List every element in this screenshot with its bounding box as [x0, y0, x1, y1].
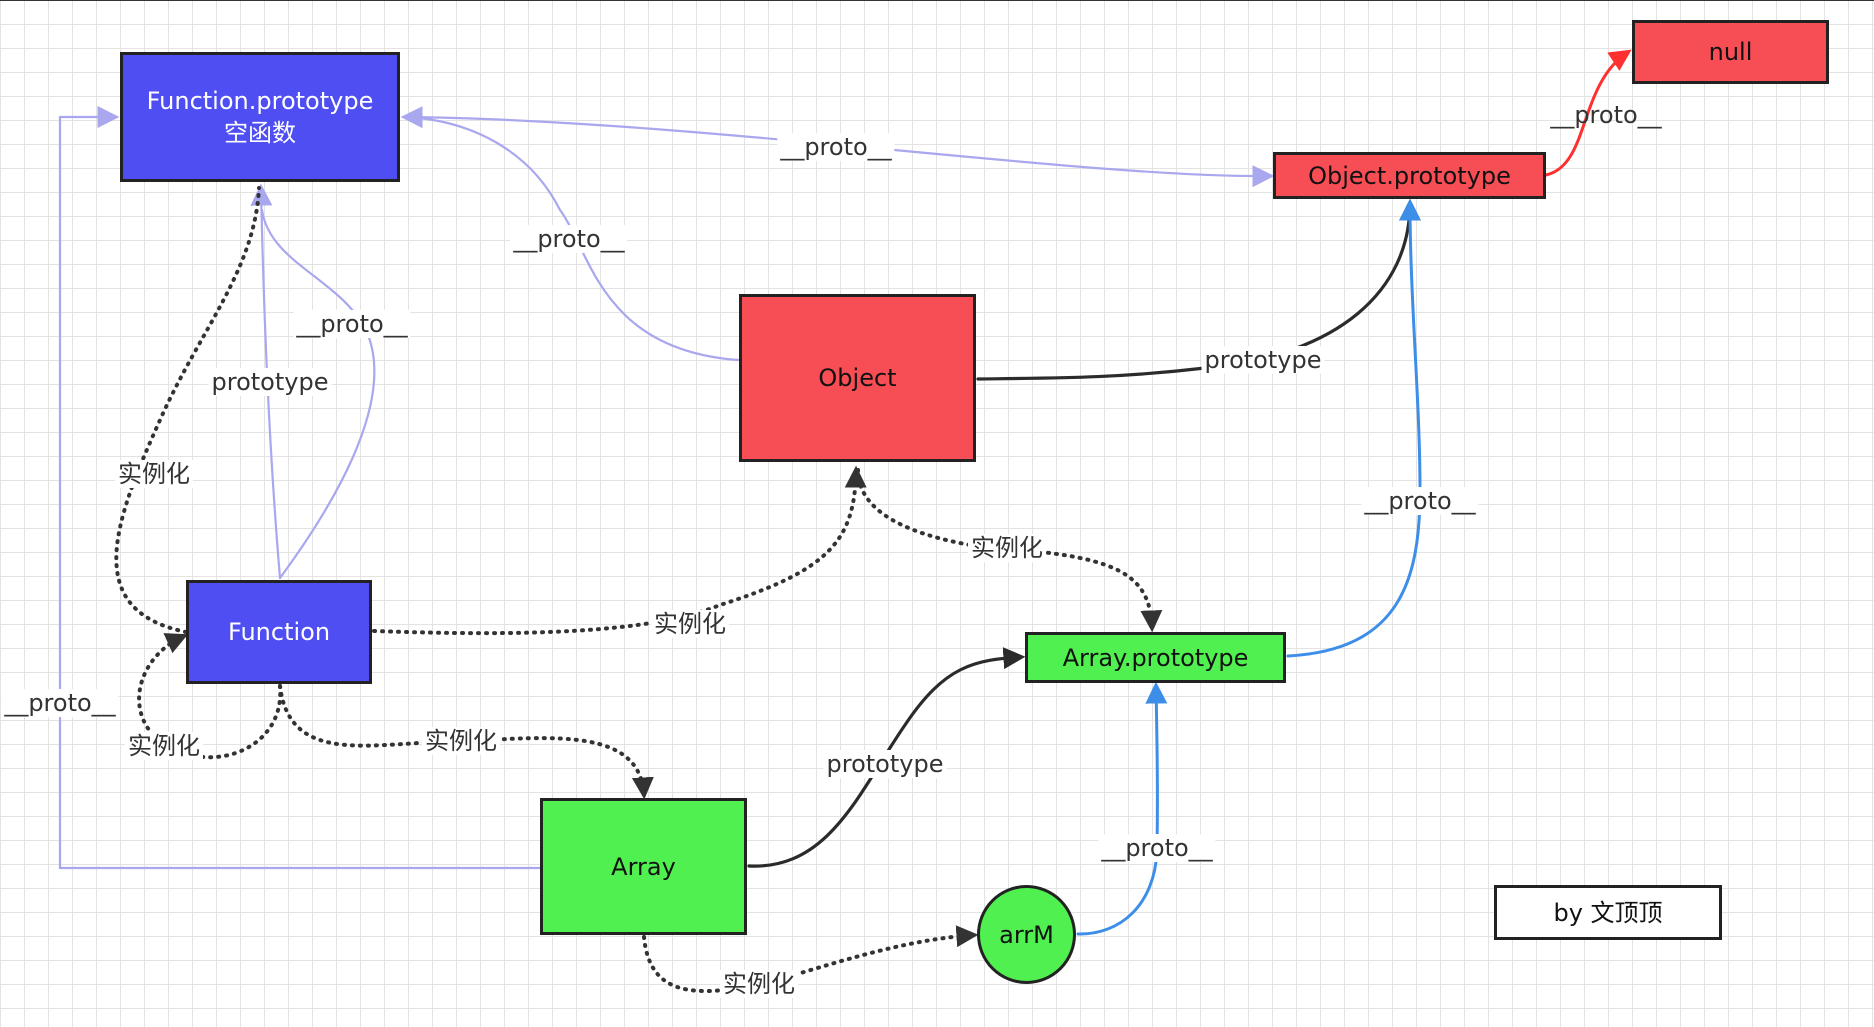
edge-label-object-to-function-prototype-proto: __proto__	[510, 225, 628, 253]
node-label-null: null	[1708, 38, 1753, 66]
node-null[interactable]: null	[1632, 20, 1829, 84]
node-credit[interactable]: by 文顶顶	[1494, 885, 1722, 940]
edge-object-to-function-prototype-proto	[403, 115, 740, 362]
edge-label-arrm-to-array-prototype-proto: __proto__	[1098, 834, 1216, 862]
node-object[interactable]: Object	[739, 294, 976, 462]
edge-array-to-function-prototype-proto	[58, 106, 542, 870]
node-label-function: Function	[227, 618, 331, 646]
node-label-arrm: arrM	[999, 920, 1054, 949]
edge-label-function-to-array-instance: 实例化	[422, 727, 500, 755]
edge-function-prototype-to-function-instance	[114, 186, 261, 634]
top-border-line	[0, 0, 1874, 1]
edge-label-array-to-array-prototype-prototype: prototype	[823, 750, 947, 778]
node-label-credit: by 文顶顶	[1553, 898, 1663, 927]
edge-label-object-prototype-to-null-proto: __proto__	[1550, 101, 1662, 129]
edge-label-array-to-arrm-instance: 实例化	[720, 970, 798, 998]
edge-label-function-self-instance: 实例化	[125, 732, 203, 760]
edge-label-function-to-function-prototype-prototype: prototype	[208, 368, 332, 396]
edge-array-prototype-to-object-prototype-proto	[1286, 198, 1422, 658]
edge-object-to-object-prototype-prototype	[976, 198, 1421, 381]
edge-arrm-to-array-prototype-proto	[1076, 681, 1168, 936]
edge-function-to-object-instance	[372, 465, 867, 636]
edge-label-object-to-array-prototype-instance: 实例化	[968, 534, 1046, 562]
node-function[interactable]: Function	[186, 580, 372, 684]
node-object-prototype[interactable]: Object.prototype	[1273, 152, 1546, 199]
edge-label-function-to-function-prototype-proto: __proto__	[293, 310, 411, 338]
edge-array-to-array-prototype-prototype	[747, 647, 1026, 868]
node-arrm[interactable]: arrM	[977, 885, 1076, 984]
edge-object-prototype-to-null-proto	[1544, 49, 1632, 177]
node-label-function-prototype-1: 空函数	[224, 119, 296, 147]
edge-label-object-to-object-prototype-prototype: prototype	[1201, 346, 1325, 374]
edge-label-array-to-function-prototype-proto: __proto__	[1, 689, 119, 717]
node-label-array: Array	[611, 852, 676, 881]
node-label-array-prototype: Array.prototype	[1062, 643, 1249, 672]
node-array-prototype[interactable]: Array.prototype	[1025, 632, 1286, 683]
node-label-object-prototype: Object.prototype	[1308, 161, 1511, 190]
edge-label-array-prototype-to-object-prototype-proto: __proto__	[1361, 487, 1479, 515]
node-label-object: Object	[818, 364, 897, 392]
edge-function-to-function-prototype-proto	[260, 208, 376, 580]
edge-label-function-to-object-instance: 实例化	[651, 610, 729, 638]
edge-label-function-prototype-to-function-instance: 实例化	[115, 460, 193, 488]
edge-label-object-to-object-prototype-proto: __proto__	[777, 133, 895, 161]
node-array[interactable]: Array	[540, 798, 747, 935]
edge-array-to-arrm-instance	[642, 925, 979, 993]
node-label-function-prototype-0: Function.prototype	[146, 87, 374, 115]
node-function-prototype[interactable]: Function.prototype 空函数	[120, 52, 400, 182]
